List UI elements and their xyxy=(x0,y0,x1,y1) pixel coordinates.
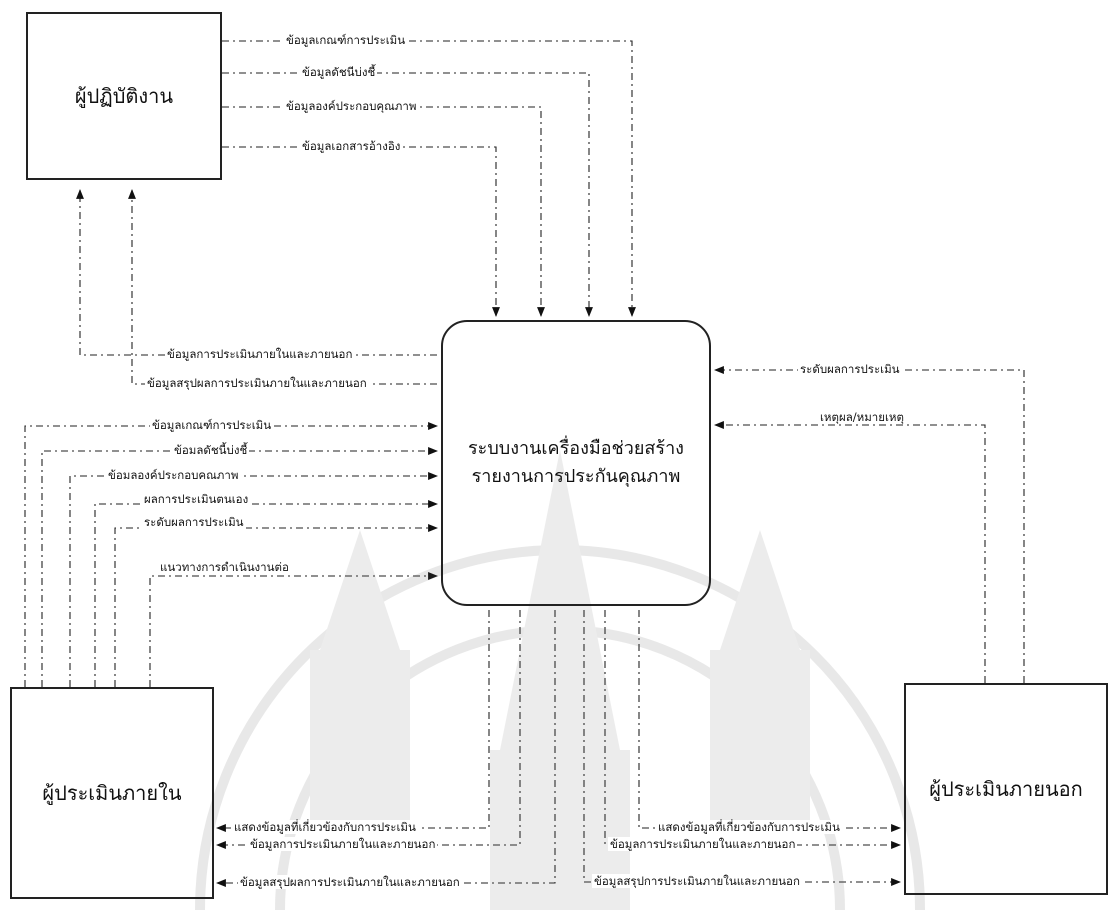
flow-label: ข้อมูลการประเมินภายในและภายนอก xyxy=(165,347,355,361)
flow-label: ข้อมูลเกณฑ์การประเมิน xyxy=(284,33,408,47)
flow-line xyxy=(714,421,986,683)
flow-label: แนวทางการดำเนินงานต่อ xyxy=(158,560,291,574)
flow-label: ข้อมูลสรุปผลการประเมินภายในและภายนอก xyxy=(145,376,369,390)
flow-line xyxy=(216,610,521,849)
flow-label: ข้อมูลสรุปการประเมินภายในและภายนอก xyxy=(592,874,802,888)
external-assessor-label: ผู้ประเมินภายนอก xyxy=(929,777,1083,801)
system-process: ระบบงานเครื่องมือช่วยสร้าง รายงานการประก… xyxy=(441,320,711,606)
practitioner-entity: ผู้ปฏิบัติงาน xyxy=(26,12,222,180)
flow-line xyxy=(24,422,438,687)
flow-label: ข้อมูลองค์ประกอบคุณภาพ xyxy=(284,99,419,113)
practitioner-label: ผู้ปฏิบัติงาน xyxy=(74,84,174,108)
flow-line xyxy=(222,146,500,317)
flow-line xyxy=(222,40,636,317)
flow-line xyxy=(638,610,901,832)
internal-assessor-label: ผู้ประเมินภายใน xyxy=(42,781,182,805)
flow-label: ข้อมูลการประเมินภายในและภายนอก xyxy=(608,837,798,851)
flow-label: ผลการประเมินตนเอง xyxy=(142,492,251,506)
flow-label: ข้อมูลการประเมินภายในและภายนอก xyxy=(248,837,438,851)
flow-label: ข้อมูลสรุปผลการประเมินภายในและภายนอก xyxy=(238,875,462,889)
flow-label: แสดงข้อมูลที่เกี่ยวข้องกับการประเมิน xyxy=(656,820,842,834)
flow-line xyxy=(41,447,438,687)
system-title-line1: ระบบงานเครื่องมือช่วยสร้าง xyxy=(468,438,684,459)
flow-label: ข้อมูลดัชนีบ่งชี้ xyxy=(300,65,378,79)
flow-label: ข้อมูลเอกสารอ้างอิง xyxy=(300,139,403,153)
flow-label: เหตุผล/หมายเหตุ xyxy=(818,410,906,424)
flow-line xyxy=(604,610,901,849)
flow-line xyxy=(76,189,437,356)
flow-line xyxy=(114,524,438,687)
external-assessor-entity: ผู้ประเมินภายนอก xyxy=(904,683,1108,895)
internal-assessor-entity: ผู้ประเมินภายใน xyxy=(10,687,214,899)
flow-label: ข้อมลองค์ประกอบคณภาพ xyxy=(106,468,241,482)
flow-label: ระดับผลการประเมิน xyxy=(142,515,246,529)
system-title-line2: รายงานการประกันคุณภาพ xyxy=(471,466,681,487)
flow-line xyxy=(94,500,438,687)
flow-label: ระดับผลการประเมิน xyxy=(798,362,902,376)
flow-line xyxy=(149,572,438,687)
flow-line xyxy=(69,472,438,687)
flow-label: ข้อมลดัชนี้บ่งชี้ xyxy=(172,443,250,457)
flow-label: ข้อมูลเกณฑ์การประเมิน xyxy=(150,418,274,432)
flow-line xyxy=(216,610,490,832)
flow-label: แสดงข้อมูลที่เกี่ยวข้องกับการประเมิน xyxy=(232,820,418,834)
flow-line xyxy=(714,366,1025,683)
